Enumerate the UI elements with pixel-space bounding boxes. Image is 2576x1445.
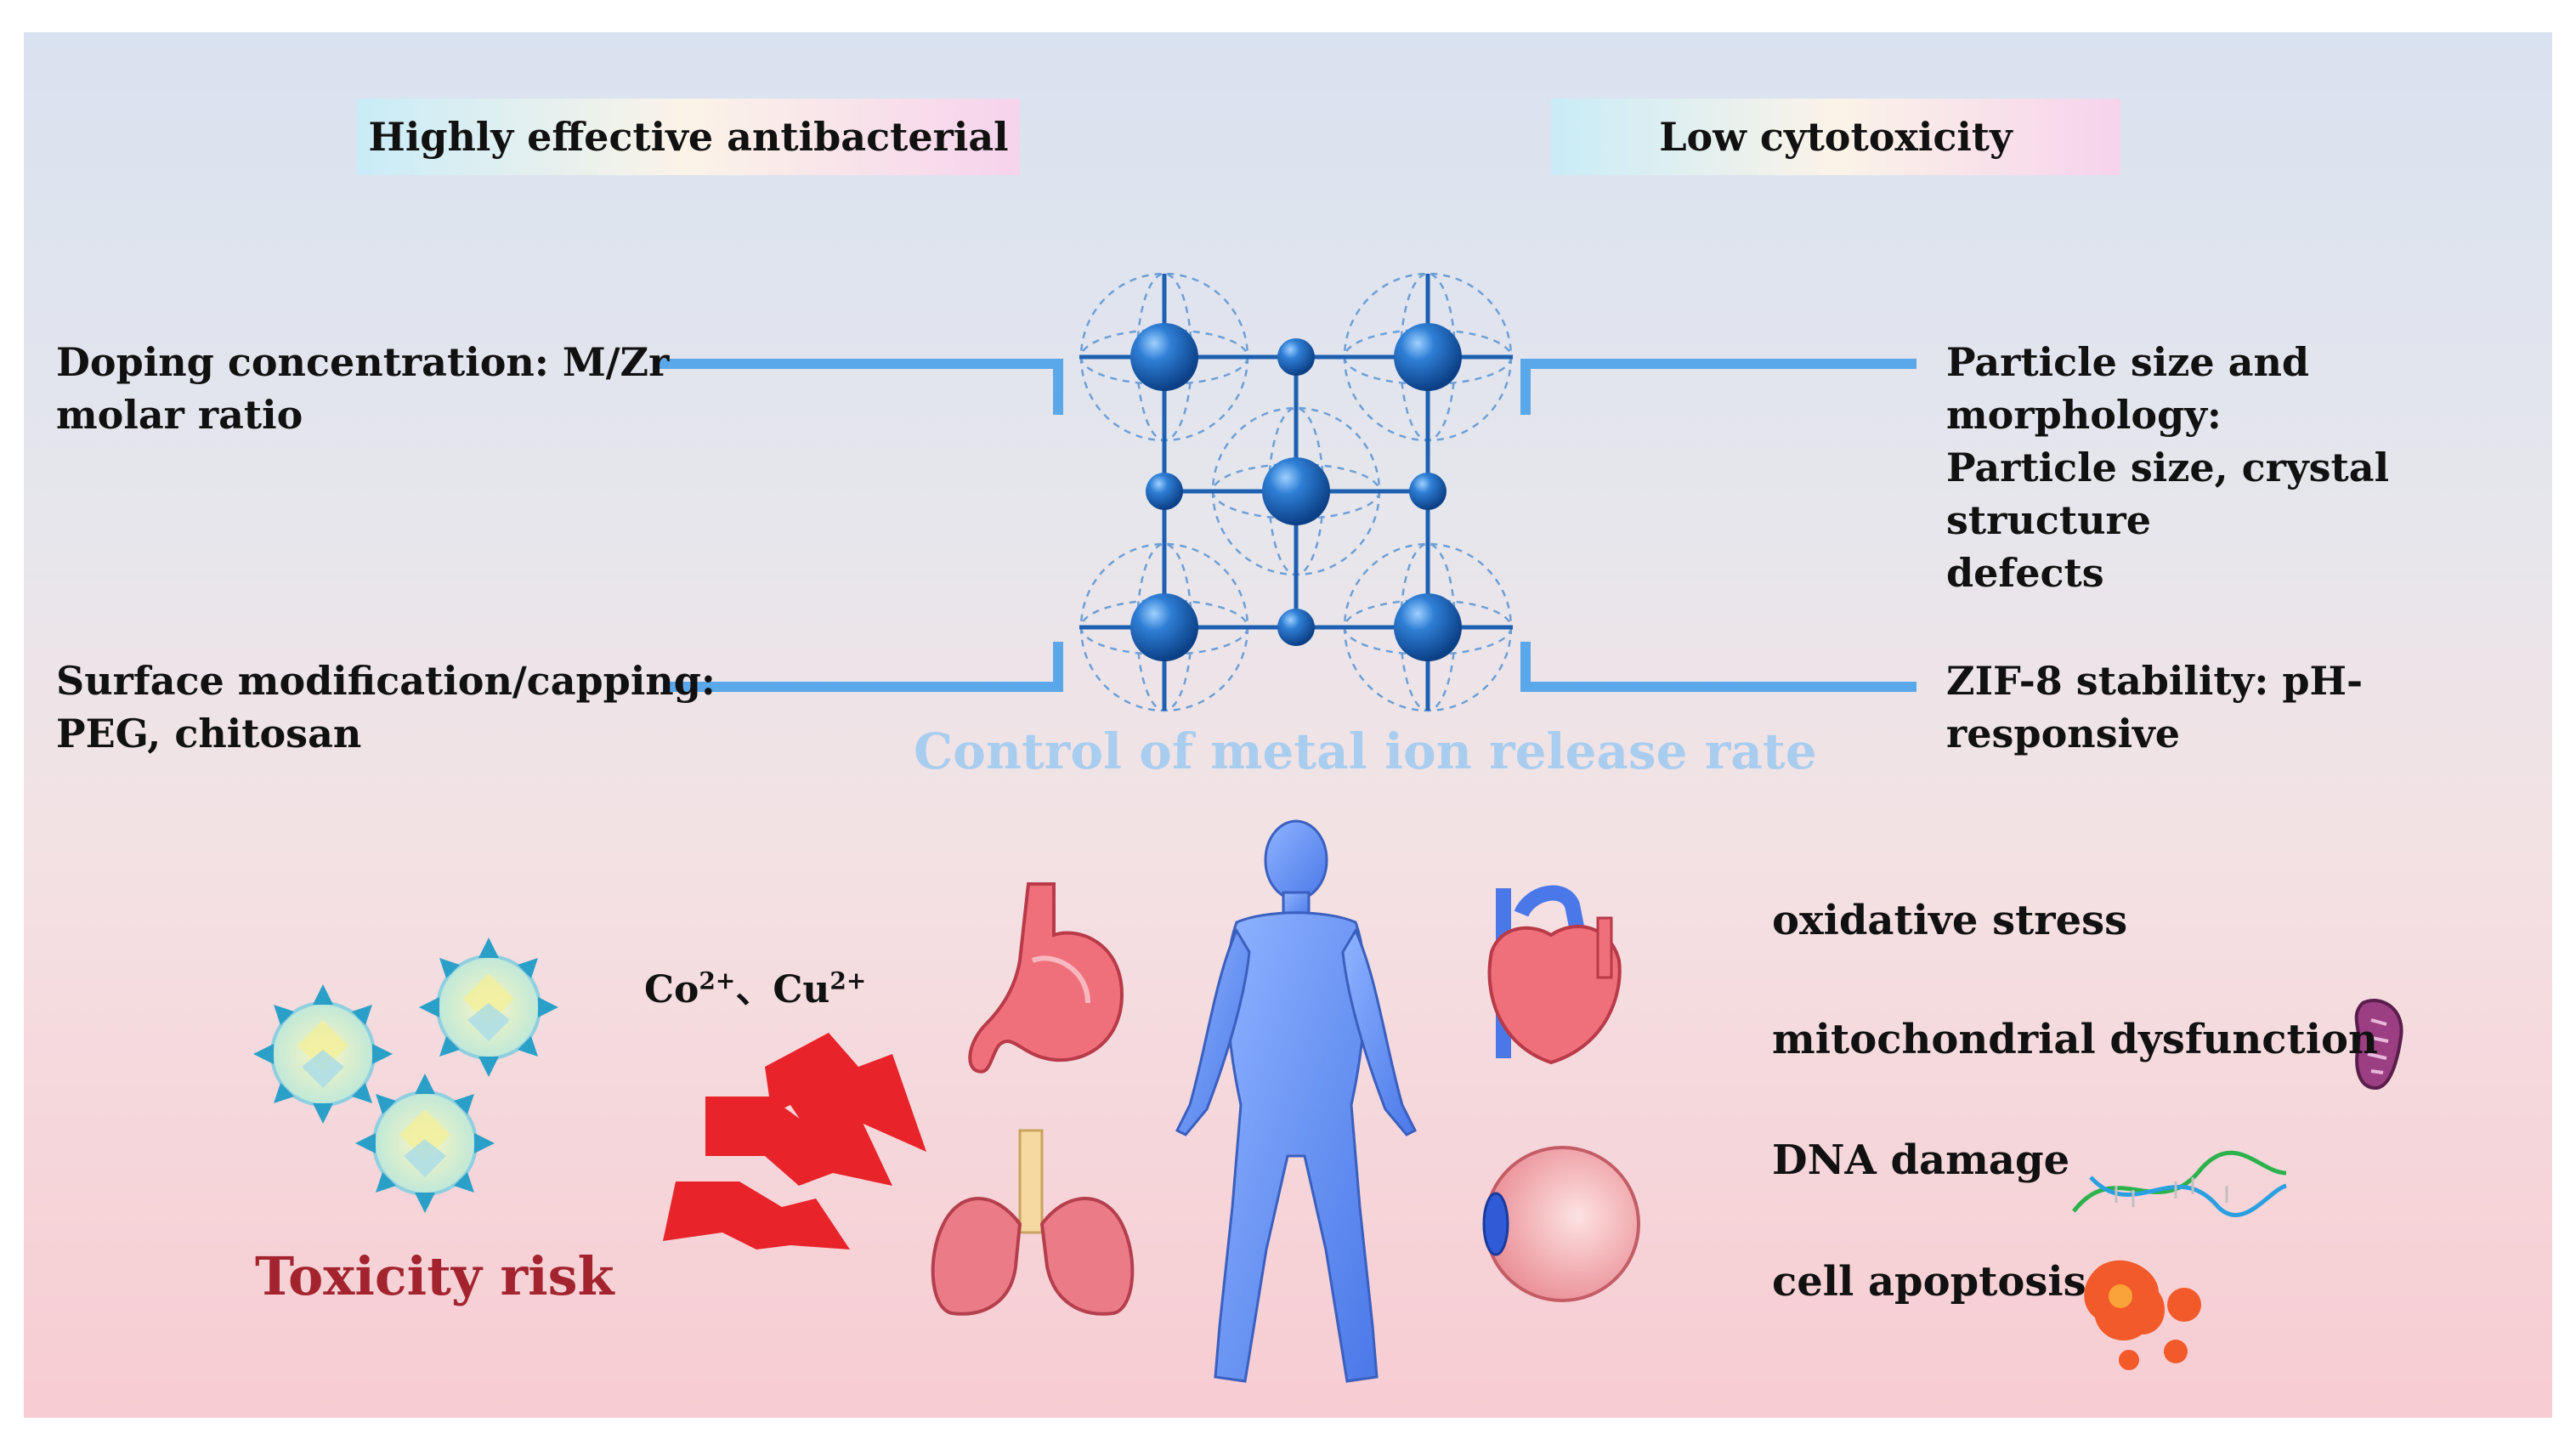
toxicity-risk-label: Toxicity risk	[255, 1245, 614, 1307]
crystal-lattice-icon	[1079, 272, 1513, 712]
heart-icon	[1487, 885, 1622, 1065]
antibacterial-label: Highly effective antibacterial	[357, 99, 1020, 175]
zif8-line: ZIF-8 stability: pH-responsive	[1946, 658, 2364, 756]
lung-icon	[931, 1129, 1135, 1316]
effect-cell-apoptosis: cell apoptosis	[1772, 1258, 2086, 1306]
ion-separator: 、	[735, 968, 773, 1012]
nanoparticle-icon	[253, 938, 558, 1213]
connector-left-bottom	[663, 642, 1063, 692]
connector-lines	[654, 359, 1916, 692]
ion-cu: Cu	[773, 968, 830, 1012]
eye-icon	[1482, 1146, 1640, 1302]
connector-right-top	[1520, 359, 1916, 415]
mitochondria-icon	[2354, 998, 2403, 1091]
ion-co-charge: 2+	[699, 966, 736, 995]
cytotoxicity-label: Low cytotoxicity	[1551, 99, 2120, 175]
zif8-stability-factor: ZIF-8 stability: pH-responsive	[1946, 654, 2576, 760]
surface-line-1: Surface modification/capping:	[56, 658, 716, 704]
surface-line-2: PEG, chitosan	[56, 711, 362, 756]
ion-cu-charge: 2+	[829, 966, 867, 995]
particle-line-2: Particle size, crystal structure	[1946, 445, 2390, 543]
doping-line-1: Doping concentration: M/Zr	[56, 339, 670, 385]
dna-icon	[2072, 1150, 2287, 1217]
human-body-icon	[1175, 819, 1418, 1383]
apoptotic-cell-icon	[2084, 1260, 2201, 1370]
particle-size-factor: Particle size and morphology: Particle s…	[1946, 336, 2576, 599]
particle-line-3: defects	[1946, 550, 2104, 596]
connector-right-bottom	[1520, 642, 1916, 692]
doping-concentration-factor: Doping concentration: M/Zr molar ratio	[56, 336, 669, 441]
lightning-icon	[663, 1033, 926, 1250]
antibacterial-label-text: Highly effective antibacterial	[368, 114, 1009, 160]
metal-ions-label: Co2+、Cu2+	[644, 959, 866, 1013]
cytotoxicity-label-text: Low cytotoxicity	[1659, 114, 2013, 160]
surface-modification-factor: Surface modification/capping: PEG, chito…	[56, 654, 716, 760]
doping-line-2: molar ratio	[56, 392, 303, 438]
stomach-icon	[968, 882, 1124, 1074]
connector-left-top	[654, 359, 1063, 415]
particle-line-1: Particle size and morphology:	[1946, 339, 2310, 438]
effect-mitochondrial-dysfunction: mitochondrial dysfunction	[1772, 1016, 2378, 1063]
release-rate-caption: Control of metal ion release rate	[914, 722, 1817, 780]
effect-dna-damage: DNA damage	[1772, 1136, 2070, 1184]
ion-co: Co	[644, 968, 699, 1012]
effect-oxidative-stress: oxidative stress	[1772, 897, 2128, 944]
